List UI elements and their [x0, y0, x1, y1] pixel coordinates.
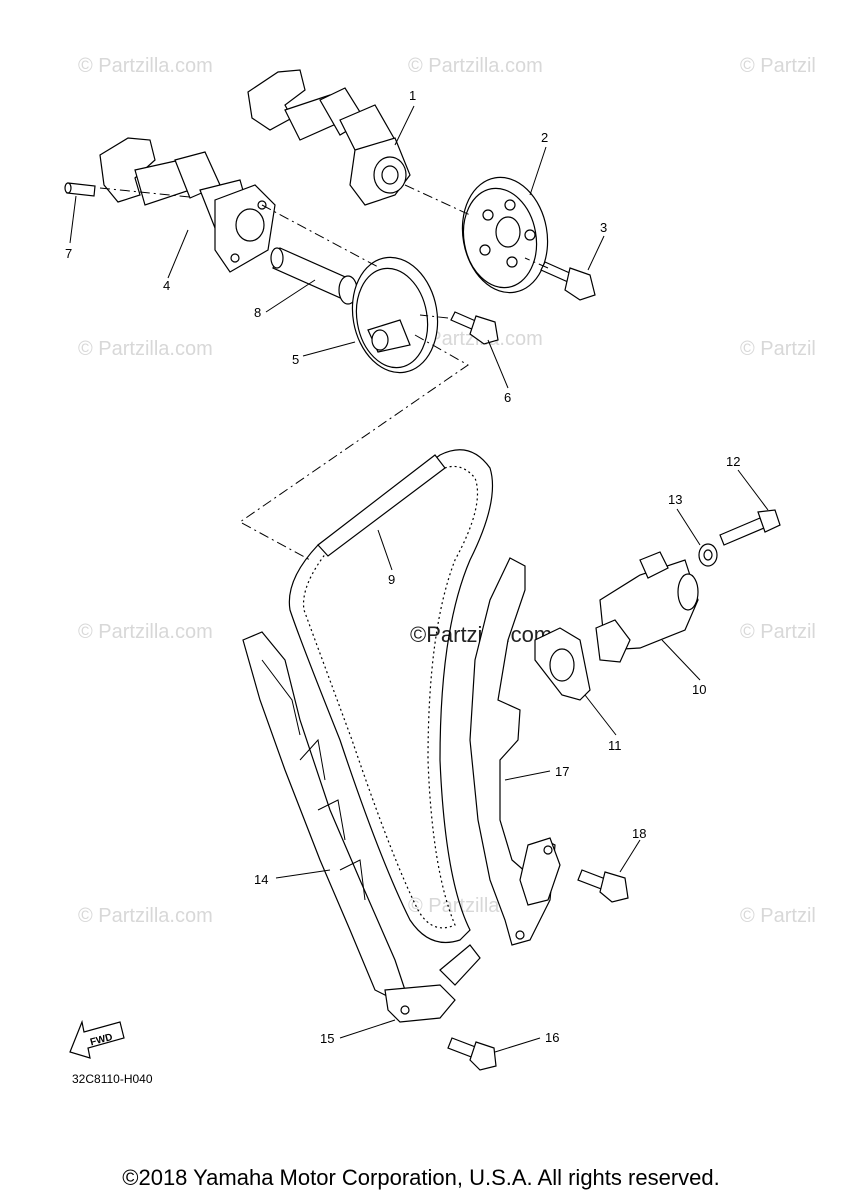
callout-6[interactable]: 6	[504, 390, 511, 405]
part-tensioner-guide-17[interactable]	[469, 557, 561, 946]
part-cam-sprocket-lower[interactable]	[344, 251, 447, 380]
part-guide-bracket-15[interactable]	[384, 944, 481, 1023]
watermark-7: © Partzilla.com	[78, 621, 213, 643]
watermark-11: © Partzil	[740, 905, 816, 927]
part-chain-guide-14[interactable]	[242, 631, 406, 1001]
callout-7[interactable]: 7	[65, 246, 72, 261]
callout-1[interactable]: 1	[409, 88, 416, 103]
watermark-5: © Partzilla.com	[408, 328, 543, 350]
part-bolt-12[interactable]	[719, 509, 781, 546]
fwd-arrow: FWD	[69, 1019, 125, 1059]
callout-17[interactable]: 17	[555, 764, 569, 779]
watermark-4: © Partzilla.com	[78, 338, 213, 360]
callout-11[interactable]: 11	[608, 738, 622, 753]
callout-18[interactable]: 18	[632, 826, 646, 841]
part-shaft-8[interactable]	[270, 247, 358, 305]
part-tensioner-10[interactable]	[595, 551, 699, 663]
callout-15[interactable]: 15	[320, 1031, 334, 1046]
watermark-8: © Partzil	[740, 621, 816, 643]
watermark-9: © Partzilla.com	[78, 905, 213, 927]
part-bolt-3[interactable]	[540, 261, 596, 301]
copyright-text: ©2018 Yamaha Motor Corporation, U.S.A. A…	[122, 1165, 719, 1190]
callouts: 1 2 3 4 5 6 7 8 9 10 11 12 13 14 15 16 1…	[65, 88, 740, 1046]
callout-14[interactable]: 14	[254, 872, 268, 887]
callout-10[interactable]: 10	[692, 682, 706, 697]
callout-12[interactable]: 12	[726, 454, 740, 469]
leader-lines	[69, 105, 769, 1053]
part-bolt-16[interactable]	[447, 1037, 497, 1071]
part-camshaft-4[interactable]	[99, 137, 276, 273]
part-timing-chain-9[interactable]	[288, 449, 494, 944]
part-bolt-6[interactable]	[450, 311, 499, 345]
part-camshaft-1[interactable]	[247, 69, 411, 206]
diagram-code: 32C8110-H040	[72, 1072, 153, 1086]
part-bolt-18[interactable]	[577, 869, 629, 903]
part-gasket-11[interactable]	[534, 627, 591, 701]
watermark-2: © Partzilla.com	[408, 55, 543, 77]
callout-9[interactable]: 9	[388, 572, 395, 587]
callout-8[interactable]: 8	[254, 305, 261, 320]
watermark-3: © Partzil	[740, 55, 816, 77]
callout-3[interactable]: 3	[600, 220, 607, 235]
callout-13[interactable]: 13	[668, 492, 682, 507]
alignment-lines	[99, 184, 549, 561]
part-washer-13[interactable]	[698, 543, 718, 567]
watermark-1: © Partzilla.com	[78, 55, 213, 77]
callout-16[interactable]: 16	[545, 1030, 559, 1045]
callout-2[interactable]: 2	[541, 130, 548, 145]
callout-5[interactable]: 5	[292, 352, 299, 367]
part-pin-7[interactable]	[64, 182, 96, 197]
part-cam-sprocket-upper[interactable]	[454, 171, 557, 300]
callout-4[interactable]: 4	[163, 278, 170, 293]
watermark-6: © Partzil	[740, 338, 816, 360]
